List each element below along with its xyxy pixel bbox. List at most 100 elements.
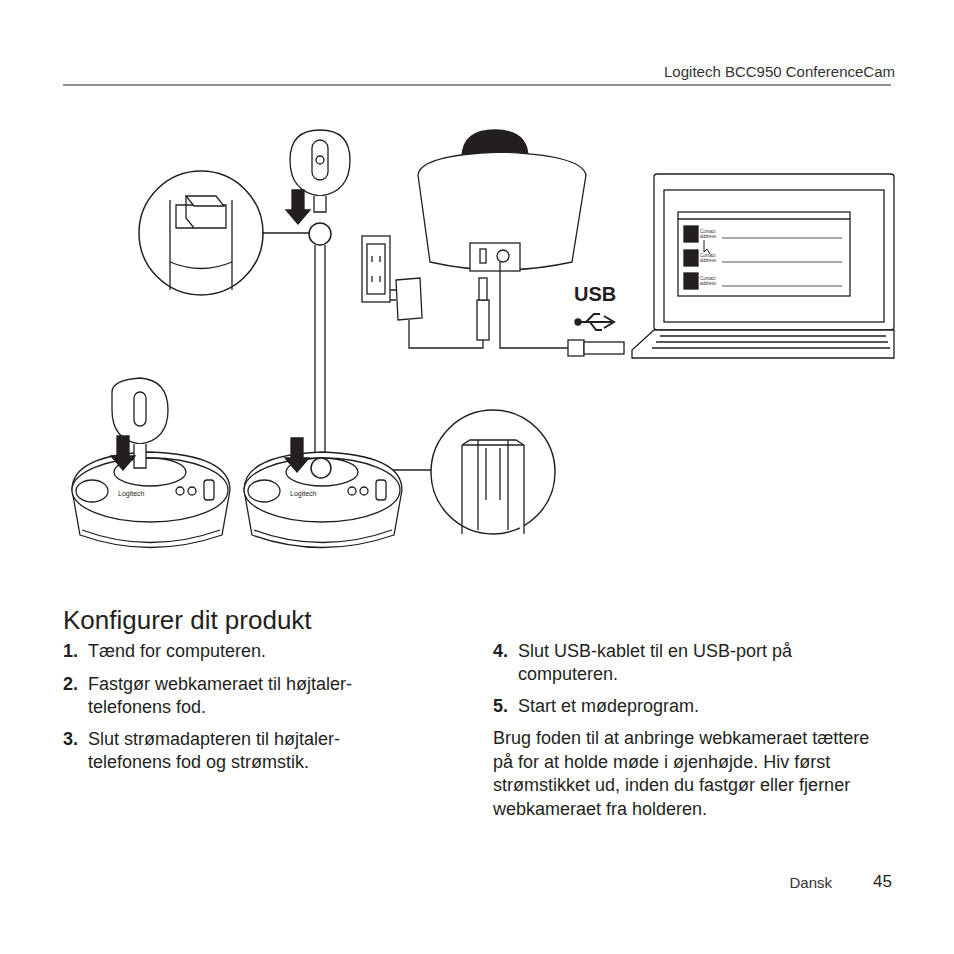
inset-top-left-part <box>170 262 232 269</box>
usb-cable-part <box>578 314 614 330</box>
camera-on-stand <box>286 130 350 462</box>
camera-back <box>418 130 586 271</box>
laptop-part <box>664 190 884 322</box>
power-outlet-part <box>479 278 487 300</box>
camera-on-stand-part <box>314 196 326 212</box>
step-number: 1. <box>63 640 87 663</box>
speakerphone-right-part <box>348 487 356 495</box>
step-text: Slut USB-kablet til en USB-port på compu… <box>518 640 818 686</box>
step-text: Tænd for computeren. <box>88 640 418 663</box>
speakerphone-left-part <box>134 392 146 426</box>
laptop-part <box>704 240 710 254</box>
power-outlet-part <box>477 300 489 340</box>
camera-on-stand-part <box>290 130 350 196</box>
speakerphone-right-part <box>244 452 402 548</box>
speakerphone-left-part <box>188 487 196 495</box>
screen-text: Contact address <box>700 253 722 263</box>
power-outlet-part <box>372 256 380 282</box>
camera-back-part <box>497 250 509 262</box>
step-number: 3. <box>63 728 87 751</box>
speakerphone-right-part <box>311 458 331 478</box>
step-text: Slut strømadapteren til højtaler-telefon… <box>88 728 408 774</box>
laptop-part <box>684 226 698 242</box>
inset-top-left-part <box>170 200 232 290</box>
inset-bottom-right-part <box>431 410 555 534</box>
usb-cable-part <box>500 262 568 348</box>
laptop-part <box>722 238 842 239</box>
usb-cable <box>500 262 624 356</box>
laptop-part <box>684 273 698 289</box>
laptop-part <box>654 174 894 330</box>
laptop-part <box>652 336 890 348</box>
speakerphone-right-part <box>360 487 368 495</box>
inset-top-left-part <box>186 196 224 206</box>
logo-text: Logitech <box>118 489 163 498</box>
inset-bottom-right-part <box>478 440 508 530</box>
camera-back-part <box>480 249 486 263</box>
header-rule <box>63 84 891 85</box>
speakerphone-left-part <box>76 480 108 502</box>
camera-on-stand-part <box>286 190 310 224</box>
camera-on-stand-part <box>316 156 324 164</box>
speakerphone-right-part <box>244 458 400 522</box>
camera-back-part <box>418 152 586 270</box>
usb-cable-part <box>575 319 581 325</box>
step-number: 4. <box>493 640 517 663</box>
laptop-part <box>722 262 842 263</box>
logo-text: Logitech <box>290 489 335 498</box>
speakerphone-left-part <box>204 480 214 500</box>
inset-top-left-part <box>176 205 226 228</box>
running-header: Logitech BCC950 ConferenceCam <box>575 62 895 82</box>
speakerphone-left-part <box>72 458 228 522</box>
note-paragraph: Brug foden til at anbringe webkameraet t… <box>493 727 893 821</box>
laptop-part <box>722 286 842 287</box>
power-outlet-part <box>409 320 483 348</box>
power-outlet-part <box>396 278 422 320</box>
speakerphone-left-part <box>112 378 168 444</box>
inset-top-left-part <box>262 232 311 233</box>
speakerphone-right-part <box>254 530 392 543</box>
inset-top-left-part <box>186 196 194 228</box>
camera-on-stand-part <box>315 245 325 462</box>
page-number: 45 <box>860 871 892 893</box>
speakerphone-left-part <box>72 452 230 548</box>
usb-cable-part <box>568 340 584 356</box>
speakerphone-right <box>244 438 402 548</box>
laptop <box>632 174 894 358</box>
laptop-part <box>678 212 850 296</box>
power-outlet-part <box>367 244 385 294</box>
laptop-part <box>684 250 698 266</box>
camera-back-part <box>470 243 520 271</box>
speakerphone-right-part <box>376 480 386 500</box>
header-rule-part <box>63 85 891 86</box>
camera-on-stand-part <box>309 223 331 245</box>
speakerphone-left-part <box>176 487 184 495</box>
language-footer: Dansk <box>760 873 832 893</box>
usb-label: USB <box>574 282 634 306</box>
speakerphone-left-part <box>82 530 220 543</box>
power-outlet-part <box>390 290 396 300</box>
power-outlet-part <box>362 236 390 302</box>
inset-bottom-right-part <box>462 440 524 534</box>
laptop-part <box>632 330 894 358</box>
step-number: 5. <box>493 695 517 718</box>
laptop-part <box>678 218 850 219</box>
screen-text: Contact address <box>700 229 722 239</box>
usb-cable-part <box>584 342 624 354</box>
speakerphone-right-part <box>285 438 309 472</box>
speakerphone-left <box>72 378 230 548</box>
power-outlet <box>362 236 489 348</box>
screen-text: Contact address <box>700 276 722 286</box>
camera-on-stand-part <box>312 140 328 180</box>
step-number: 2. <box>63 673 87 696</box>
inset-top-left <box>139 171 311 295</box>
inset-top-left-part <box>139 171 263 295</box>
step-text: Start et mødeprogram. <box>518 695 848 718</box>
step-text: Fastgør webkameraet til højtaler-telefon… <box>88 673 398 719</box>
speakerphone-left-part <box>111 436 135 470</box>
speakerphone-right-part <box>248 480 280 502</box>
section-title: Konfigurer dit produkt <box>63 604 483 636</box>
